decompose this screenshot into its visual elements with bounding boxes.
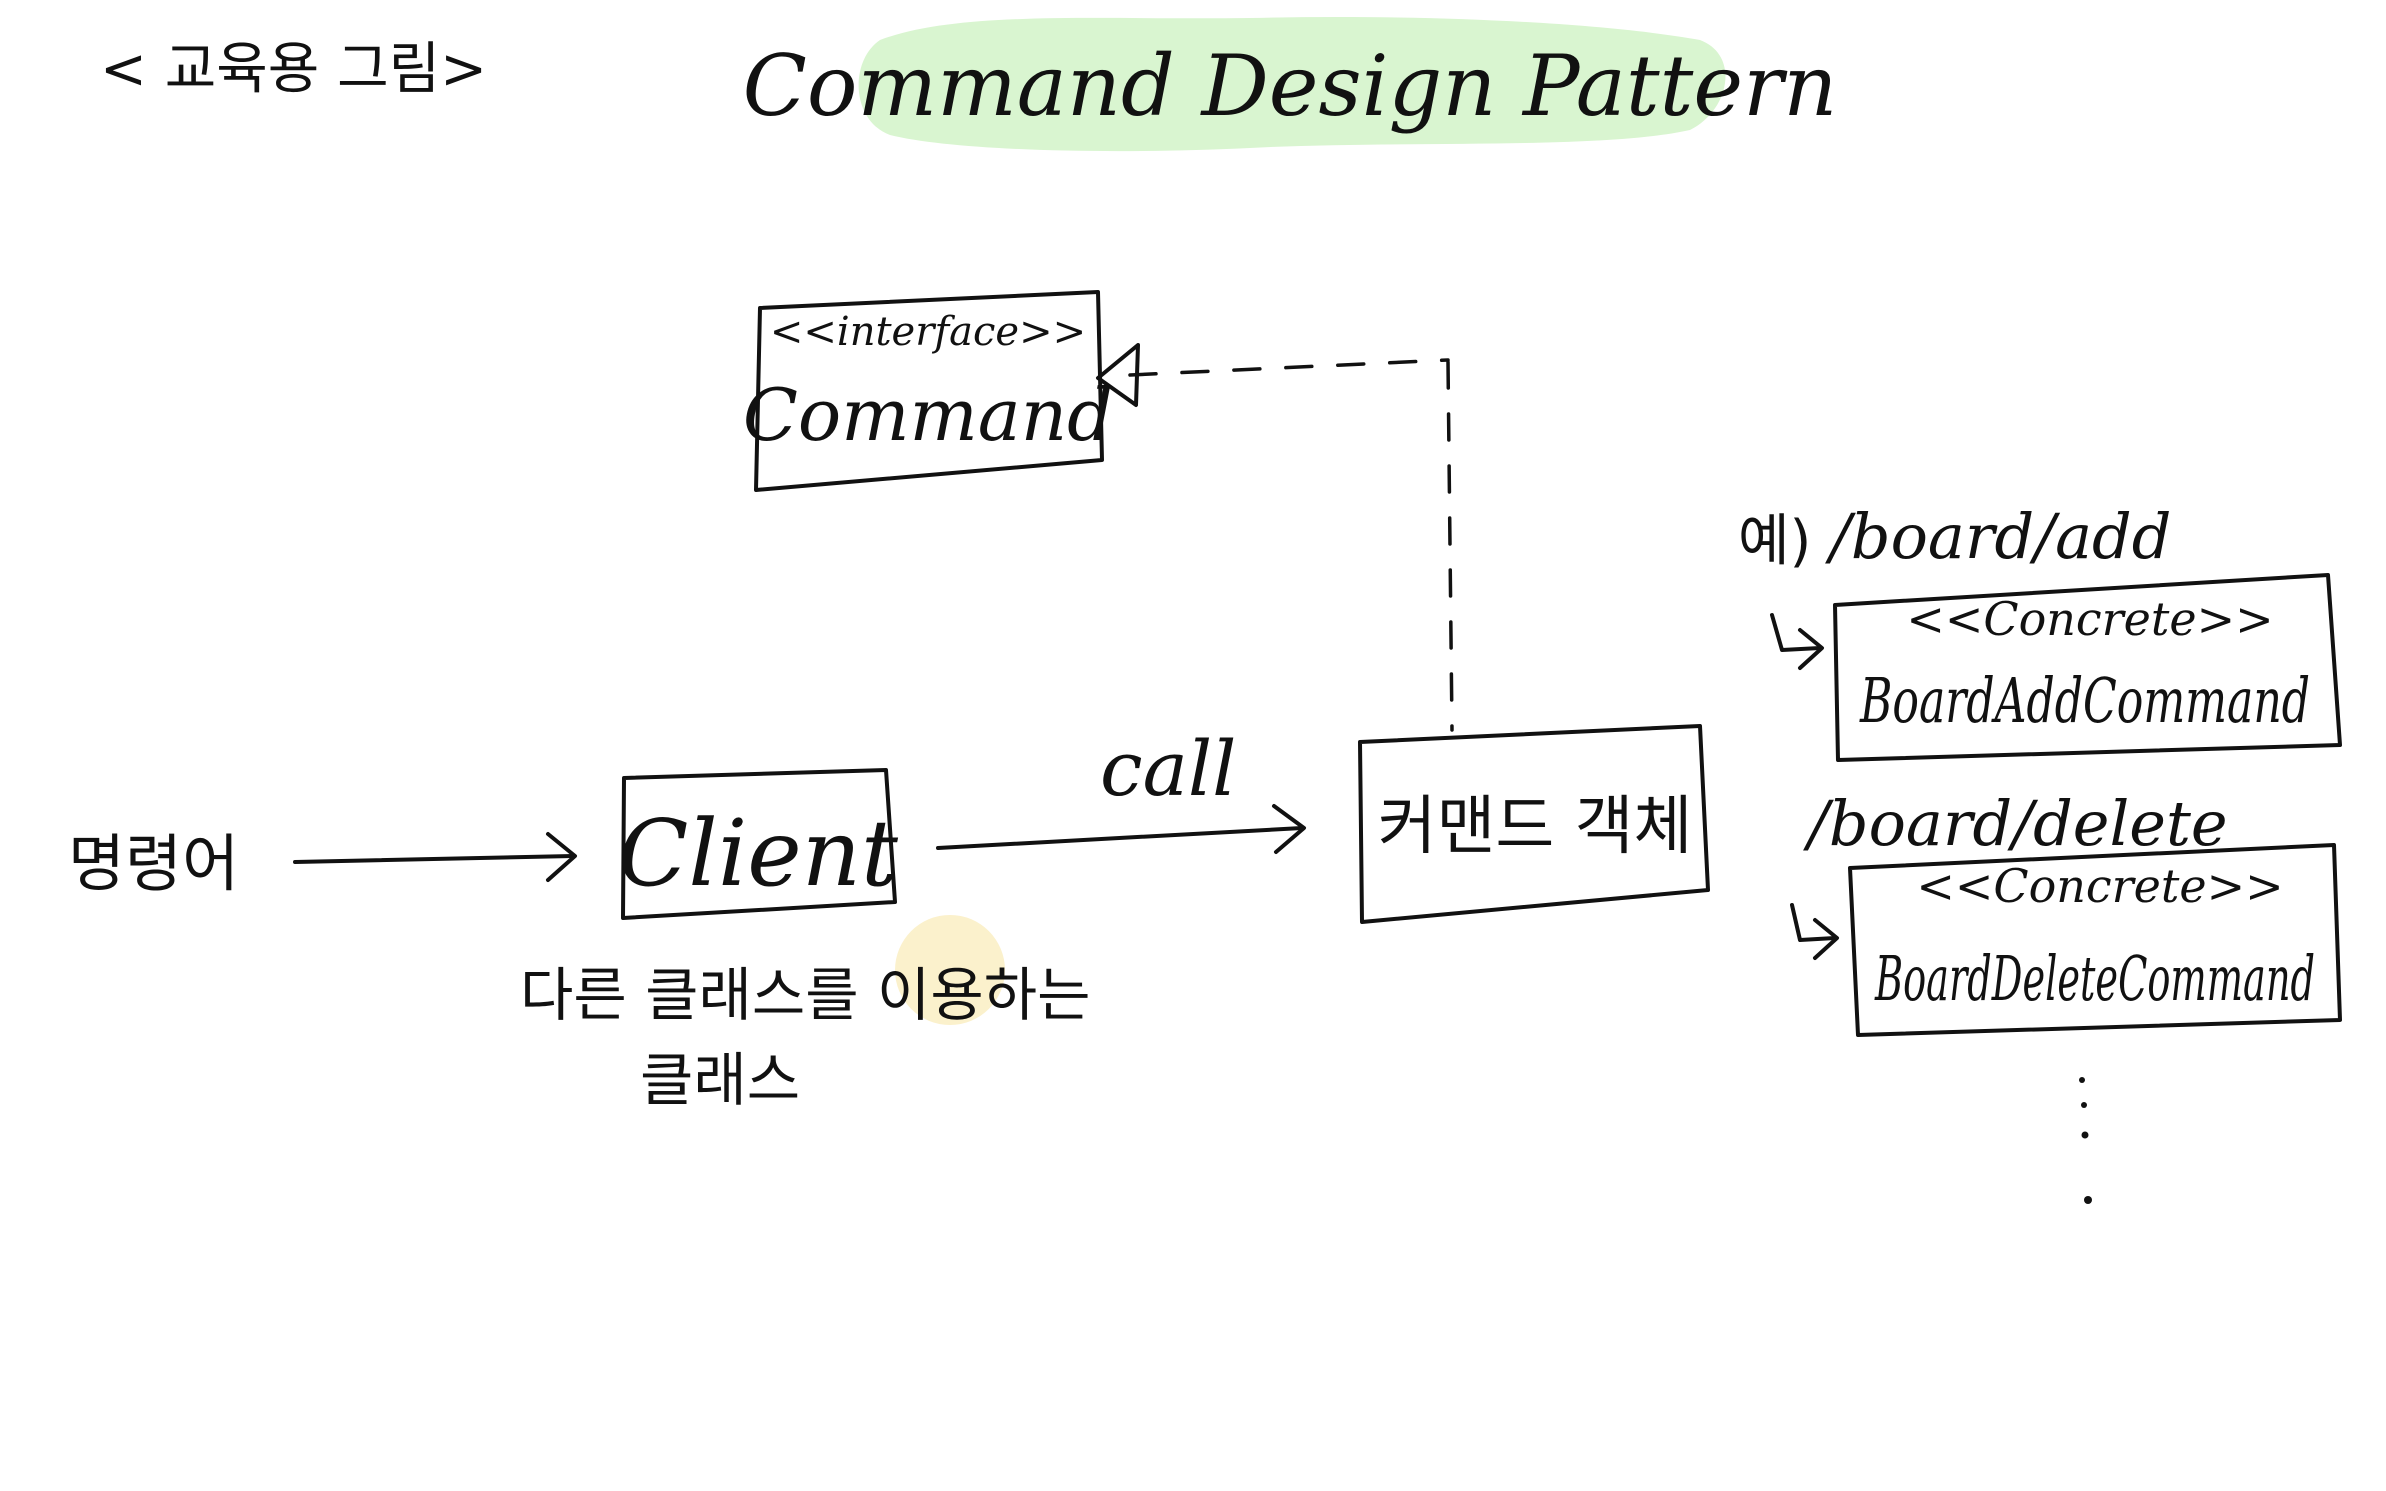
delete-stereotype: <<Concrete>>: [1916, 859, 2283, 913]
command-object-label: 커맨드 객체: [1378, 790, 1693, 864]
delete-command-name: BoardDeleteCommand: [1874, 942, 2315, 1015]
add-path: /board/add: [1825, 500, 2171, 573]
interface-stereotype: <<interface>>: [770, 309, 1086, 355]
board-add-command-box: <<Concrete>> BoardAddCommand: [1833, 573, 2342, 762]
realization-arrow: [1096, 343, 1454, 732]
add-command-name: BoardAddCommand: [1859, 664, 2310, 737]
board-delete-command-box: <<Concrete>> BoardDeleteCommand: [1848, 843, 2342, 1037]
client-box: Client: [618, 768, 899, 920]
add-stereotype: <<Concrete>>: [1906, 592, 2273, 646]
client-caption-line1: 다른 클래스를 이용하는: [520, 961, 1090, 1029]
client-name: Client: [618, 800, 899, 907]
add-branch-arrow: [1770, 613, 1824, 670]
call-arrow: [936, 804, 1306, 854]
command-interface-box: <<interface>> Command: [743, 290, 1113, 492]
education-tag: < 교육용 그림>: [100, 37, 487, 102]
input-arrow: [293, 832, 577, 882]
interface-name: Command: [743, 373, 1113, 457]
caption-highlight: [895, 915, 1005, 1025]
command-object-box: 커맨드 객체: [1358, 724, 1710, 924]
title-highlight: [858, 16, 1726, 152]
delete-branch-arrow: [1790, 903, 1839, 960]
client-caption-line2: 클래스: [640, 1046, 800, 1114]
delete-path: /board/delete: [1803, 787, 2228, 860]
input-label: 명령어: [68, 827, 239, 900]
diagram-title: Command Design Pattern: [743, 37, 1838, 135]
example-prefix: 예): [1738, 509, 1811, 574]
call-label: call: [1100, 724, 1237, 813]
continuation-dots: [2079, 1077, 2092, 1204]
